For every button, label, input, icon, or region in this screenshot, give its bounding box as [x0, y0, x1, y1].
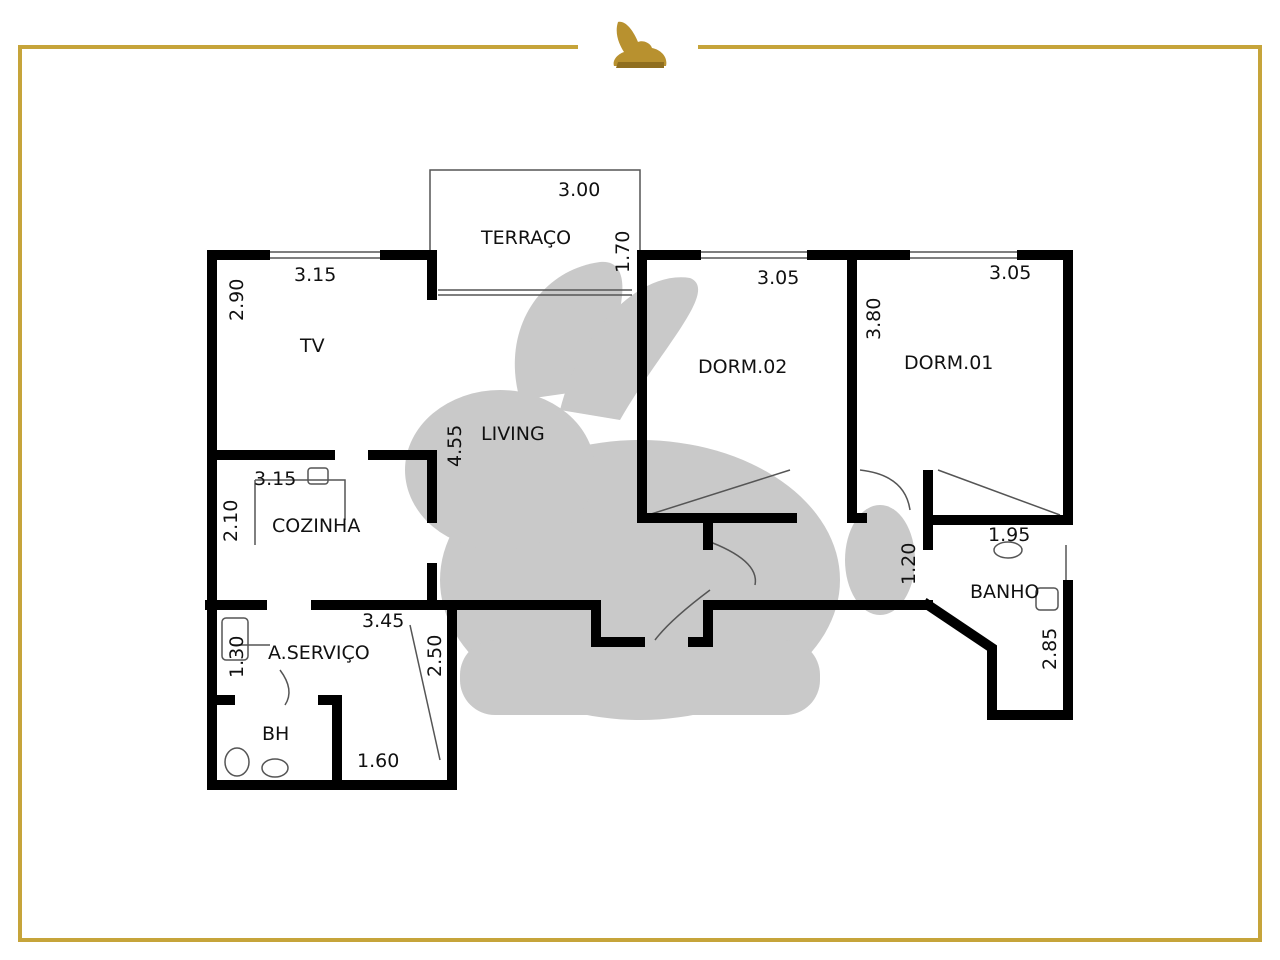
dimension-label: 1.20: [898, 543, 920, 585]
dimension-label: 2.10: [220, 500, 242, 542]
thin-lines: [209, 169, 1067, 761]
room-label-terraco: TERRAÇO: [480, 227, 571, 249]
dimension-label: 2.85: [1039, 628, 1061, 670]
fixtures: [221, 467, 1059, 778]
dimension-label: 3.05: [989, 262, 1031, 284]
dimension-label: 1.60: [357, 750, 399, 772]
rabbit-logo-icon: [613, 21, 667, 68]
dimension-label: 3.00: [558, 179, 600, 201]
dimension-label: 3.15: [294, 264, 336, 286]
room-label-bh: BH: [262, 723, 289, 745]
walls: [205, 250, 1073, 790]
room-label-banho: BANHO: [970, 581, 1040, 603]
room-label-cozinha: COZINHA: [272, 515, 360, 537]
room-label-tv: TV: [299, 335, 325, 357]
dimension-label: 1.30: [226, 636, 248, 678]
dimension-label: 3.45: [362, 610, 404, 632]
tank-icon: [221, 617, 249, 661]
sink-icon: [261, 758, 289, 778]
dimension-label: 2.90: [226, 279, 248, 321]
toilet-icon: [1035, 587, 1059, 611]
dimension-label: 3.05: [757, 267, 799, 289]
sink-icon: [993, 541, 1023, 559]
room-label-living: LIVING: [481, 423, 545, 445]
rabbit-watermark-icon: [405, 261, 915, 720]
dimension-label: 4.55: [444, 425, 466, 467]
sink-icon: [307, 467, 329, 485]
dimension-label: 3.15: [254, 468, 296, 490]
room-label-dorm02: DORM.02: [698, 356, 787, 378]
dimension-label: 1.70: [612, 231, 634, 273]
dimension-label: 3.80: [863, 298, 885, 340]
dimension-label: 2.50: [424, 635, 446, 677]
room-label-dorm01: DORM.01: [904, 352, 993, 374]
dimension-label: 1.95: [988, 524, 1030, 546]
room-label-a-servico: A.SERVIÇO: [268, 642, 370, 664]
toilet-icon: [224, 747, 250, 777]
